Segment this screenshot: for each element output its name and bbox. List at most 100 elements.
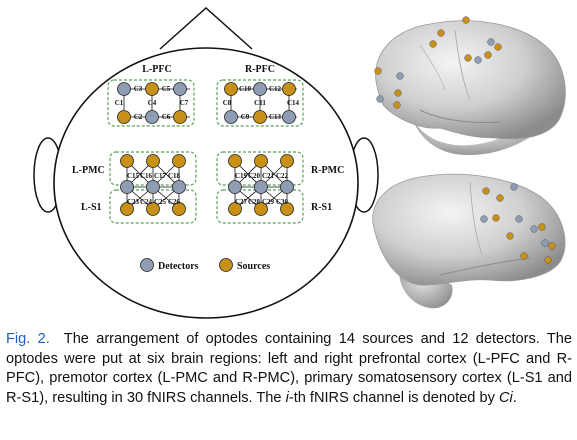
detector-optode xyxy=(120,180,134,194)
channel-label: C27 xyxy=(235,198,248,206)
brain-source-marker xyxy=(548,242,556,250)
legend-source-swatch xyxy=(219,258,233,272)
region-label-l-pfc: L-PFC xyxy=(142,64,171,75)
r-pfc-optodes: C10 C12 C8 C11 C14 C9 C13 xyxy=(223,82,300,124)
legend-detector-swatch xyxy=(140,258,154,272)
r-pfc-box xyxy=(216,79,304,127)
brain-source-marker xyxy=(492,214,500,222)
brain-source-marker xyxy=(544,256,552,264)
detector-optode xyxy=(228,180,242,194)
detector-optode xyxy=(280,180,294,194)
source-optode xyxy=(224,82,238,96)
region-label-r-pmc: R-PMC xyxy=(311,165,344,176)
detector-optode xyxy=(282,110,296,124)
brain-source-marker xyxy=(437,29,445,37)
region-label-r-pfc: R-PFC xyxy=(245,64,275,75)
channel-label: C9 xyxy=(241,113,250,121)
caption-italic-i: i xyxy=(285,389,289,406)
brain-detector-marker xyxy=(396,72,404,80)
detector-optode xyxy=(145,110,159,124)
channel-label: C4 xyxy=(148,99,157,107)
brain-source-marker xyxy=(464,54,472,62)
channel-label: C18 xyxy=(168,172,181,180)
brain-source-marker xyxy=(482,187,490,195)
source-optode xyxy=(254,154,268,168)
region-labels: L-PFC R-PFC L-PMC R-PMC L-S1 R-S1 xyxy=(72,64,344,213)
brain-source-marker xyxy=(374,67,382,75)
brain-render-left-view xyxy=(374,16,566,156)
region-label-l-s1: L-S1 xyxy=(81,202,102,213)
source-optode xyxy=(280,202,294,216)
channel-label: C28 xyxy=(248,198,261,206)
channel-label: C26 xyxy=(168,198,181,206)
legend-sources-label: Sources xyxy=(237,261,270,272)
brain-source-marker xyxy=(538,223,546,231)
brain-detector-marker xyxy=(515,215,523,223)
l-pfc-box xyxy=(107,79,195,127)
caption-italic-ci: Ci xyxy=(498,389,513,406)
figure-number: Fig. 2. xyxy=(6,331,50,347)
detector-optode xyxy=(117,82,131,96)
source-optode xyxy=(253,110,267,124)
brain-detector-marker xyxy=(376,95,384,103)
detector-optode xyxy=(146,180,160,194)
channel-label: C20 xyxy=(248,172,261,180)
channel-label: C15 xyxy=(127,172,140,180)
channel-label: C12 xyxy=(269,85,282,93)
channel-label: C24 xyxy=(140,198,153,206)
brain-source-marker xyxy=(394,89,402,97)
motor-sensory-optodes: C15 C16 C17 C18 C19 C20 C21 C22 C23 C24 … xyxy=(120,154,294,216)
channel-label: C22 xyxy=(276,172,289,180)
channel-label: C2 xyxy=(134,113,143,121)
region-label-l-pmc: L-PMC xyxy=(72,165,105,176)
brain-render-right-view xyxy=(372,173,566,309)
caption-text: -th fNIRS channel is denoted by xyxy=(288,389,499,406)
channel-label: C19 xyxy=(235,172,248,180)
channel-label: C30 xyxy=(276,198,289,206)
channel-label: C7 xyxy=(180,99,189,107)
brain-source-marker xyxy=(393,101,401,109)
channel-label: C14 xyxy=(287,99,300,107)
channel-label: C1 xyxy=(115,99,124,107)
channel-label: C23 xyxy=(127,198,140,206)
nose xyxy=(159,6,253,50)
brain-source-marker xyxy=(496,194,504,202)
source-optode xyxy=(282,82,296,96)
channel-label: C3 xyxy=(134,85,143,93)
channel-label: C5 xyxy=(162,85,171,93)
source-optode xyxy=(172,202,186,216)
head-diagram xyxy=(33,6,379,319)
source-optode xyxy=(117,110,131,124)
brain-detector-marker xyxy=(474,56,482,64)
brain-detector-marker xyxy=(510,183,518,191)
brain-source-marker xyxy=(462,16,470,24)
source-optode xyxy=(254,202,268,216)
brain-detector-marker xyxy=(480,215,488,223)
source-optode xyxy=(145,82,159,96)
source-optode xyxy=(146,154,160,168)
source-optode xyxy=(120,154,134,168)
brain-source-marker xyxy=(520,252,528,260)
source-optode xyxy=(120,202,134,216)
optode-arrangement-figure: L-PFC R-PFC L-PMC R-PMC L-S1 R-S1 C3 C5 … xyxy=(33,6,566,319)
source-optode xyxy=(146,202,160,216)
caption-text: . xyxy=(512,389,517,406)
brain-source-marker xyxy=(494,43,502,51)
detector-optode xyxy=(254,180,268,194)
figure-caption: Fig. 2.The arrangement of optodes contai… xyxy=(6,330,572,408)
source-optode xyxy=(280,154,294,168)
legend-detectors-label: Detectors xyxy=(158,261,199,272)
brain-detector-marker xyxy=(530,225,538,233)
brain-source-marker xyxy=(429,40,437,48)
legend: Detectors Sources xyxy=(140,258,270,272)
channel-label: C11 xyxy=(254,99,266,107)
brain-source-marker xyxy=(506,232,514,240)
channel-label: C21 xyxy=(262,172,275,180)
source-optode xyxy=(172,154,186,168)
source-optode xyxy=(173,110,187,124)
source-optode xyxy=(228,202,242,216)
detector-optode xyxy=(253,82,267,96)
region-label-r-s1: R-S1 xyxy=(311,202,332,213)
channel-label: C6 xyxy=(162,113,171,121)
detector-optode xyxy=(224,110,238,124)
